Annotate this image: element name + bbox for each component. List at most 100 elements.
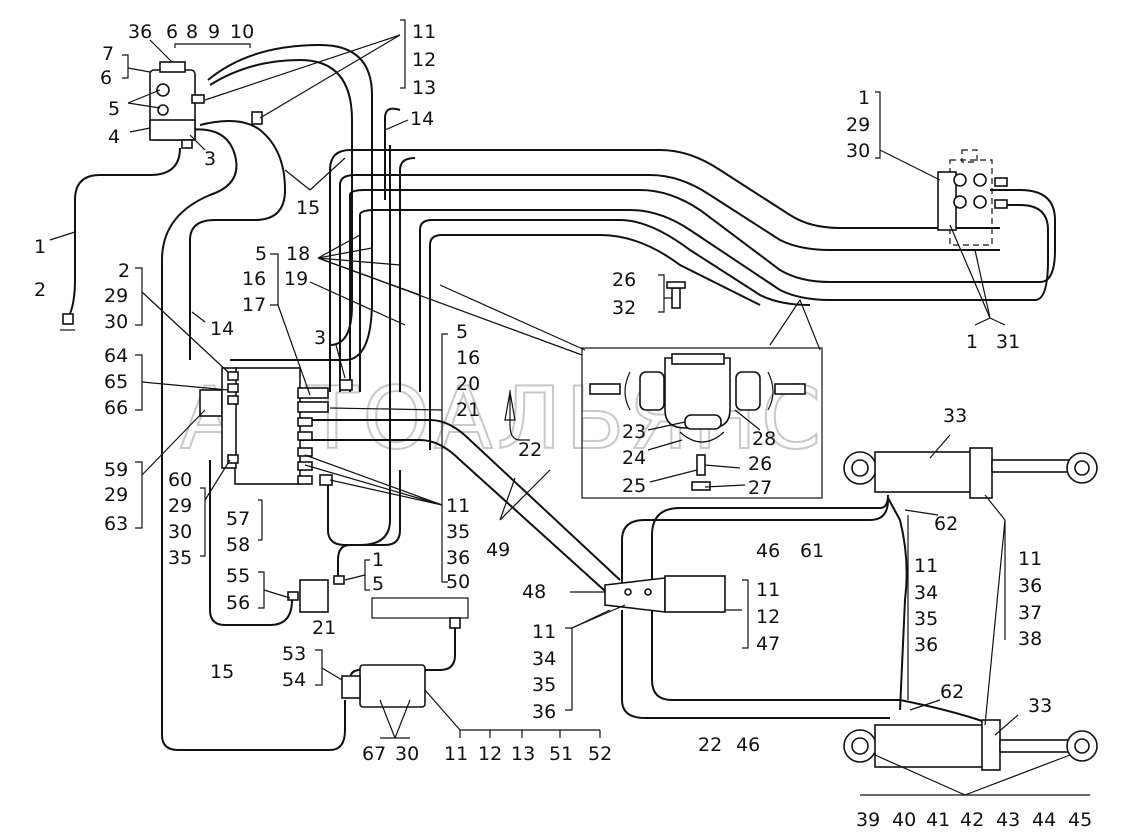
label-40: 40	[892, 809, 916, 831]
label-22: 22	[518, 439, 542, 461]
label-36: 36	[446, 547, 470, 569]
label-30: 30	[395, 743, 419, 765]
label-35: 35	[914, 608, 938, 630]
label-62: 62	[940, 681, 964, 703]
label-65: 65	[104, 371, 128, 393]
label-22: 22	[698, 734, 722, 756]
label-13: 13	[412, 77, 436, 99]
label-15: 15	[210, 661, 234, 683]
label-33: 33	[1028, 695, 1052, 717]
label-54: 54	[282, 669, 306, 691]
label-30: 30	[846, 140, 870, 162]
label-17: 17	[242, 294, 266, 316]
label-21: 21	[456, 399, 480, 421]
label-62: 62	[934, 513, 958, 535]
label-58: 58	[226, 534, 250, 556]
label-11: 11	[446, 495, 470, 517]
fitting-2	[60, 313, 75, 331]
label-33: 33	[943, 405, 967, 427]
label-8: 8	[186, 21, 198, 43]
distributor-block	[199, 367, 353, 486]
label-36: 36	[128, 21, 152, 43]
label-35: 35	[446, 521, 470, 543]
label-67: 67	[362, 743, 386, 765]
label-16: 16	[242, 268, 266, 290]
label-38: 38	[1018, 628, 1042, 650]
label-11: 11	[444, 743, 468, 765]
label-12: 12	[412, 49, 436, 71]
label-5: 5	[108, 98, 120, 120]
label-53: 53	[282, 643, 306, 665]
control-valve-top	[149, 61, 263, 149]
label-31: 31	[996, 331, 1020, 353]
label-25: 25	[622, 475, 646, 497]
label-23: 23	[622, 421, 646, 443]
label-11: 11	[1018, 548, 1042, 570]
label-16: 16	[456, 347, 480, 369]
label-50: 50	[446, 571, 470, 593]
label-34: 34	[532, 648, 556, 670]
label-30: 30	[104, 311, 128, 333]
label-41: 41	[926, 809, 950, 831]
label-29: 29	[104, 484, 128, 506]
label-18: 18	[286, 243, 310, 265]
label-52: 52	[588, 743, 612, 765]
label-11: 11	[412, 21, 436, 43]
label-28: 28	[752, 428, 776, 450]
label-47: 47	[756, 633, 780, 655]
label-29: 29	[846, 114, 870, 136]
label-6: 6	[100, 67, 112, 89]
part-labels: 36 6 8 9 10 7 6 5 4 3 11 12 13 14 15 1 2…	[34, 21, 1092, 831]
label-2: 2	[34, 279, 46, 301]
label-32: 32	[612, 297, 636, 319]
label-43: 43	[996, 809, 1020, 831]
label-35: 35	[168, 547, 192, 569]
label-27: 27	[748, 477, 772, 499]
label-34: 34	[914, 582, 938, 604]
label-64: 64	[104, 345, 128, 367]
label-57: 57	[226, 508, 250, 530]
label-30: 30	[168, 521, 192, 543]
cylinder-mount	[604, 575, 726, 613]
hydraulic-cylinder-lower	[843, 719, 1098, 771]
filter-21	[287, 575, 345, 613]
label-24: 24	[622, 447, 646, 469]
label-49: 49	[486, 539, 510, 561]
label-26: 26	[612, 269, 636, 291]
label-61: 61	[800, 540, 824, 562]
label-21: 21	[312, 617, 336, 639]
label-45: 45	[1068, 809, 1092, 831]
label-3: 3	[204, 148, 216, 170]
label-37: 37	[1018, 602, 1042, 624]
label-9: 9	[208, 21, 220, 43]
label-11: 11	[914, 555, 938, 577]
label-46: 46	[756, 540, 780, 562]
label-46: 46	[736, 734, 760, 756]
label-48: 48	[522, 581, 546, 603]
label-55: 55	[226, 565, 250, 587]
label-36: 36	[914, 634, 938, 656]
label-3: 3	[314, 327, 326, 349]
label-39: 39	[856, 809, 880, 831]
label-5: 5	[372, 573, 384, 595]
label-36: 36	[1018, 575, 1042, 597]
label-15: 15	[296, 197, 320, 219]
label-66: 66	[104, 397, 128, 419]
label-60: 60	[168, 469, 192, 491]
label-14: 14	[410, 108, 434, 130]
bracket-plate	[371, 597, 469, 629]
label-29: 29	[104, 285, 128, 307]
label-13: 13	[511, 743, 535, 765]
clip-22	[504, 390, 530, 441]
tank-67	[341, 664, 426, 708]
label-6: 6	[166, 21, 178, 43]
label-1: 1	[858, 87, 870, 109]
label-20: 20	[456, 373, 480, 395]
label-59: 59	[104, 459, 128, 481]
label-63: 63	[104, 513, 128, 535]
label-42: 42	[960, 809, 984, 831]
label-51: 51	[549, 743, 573, 765]
label-1: 1	[372, 549, 384, 571]
label-35: 35	[532, 674, 556, 696]
